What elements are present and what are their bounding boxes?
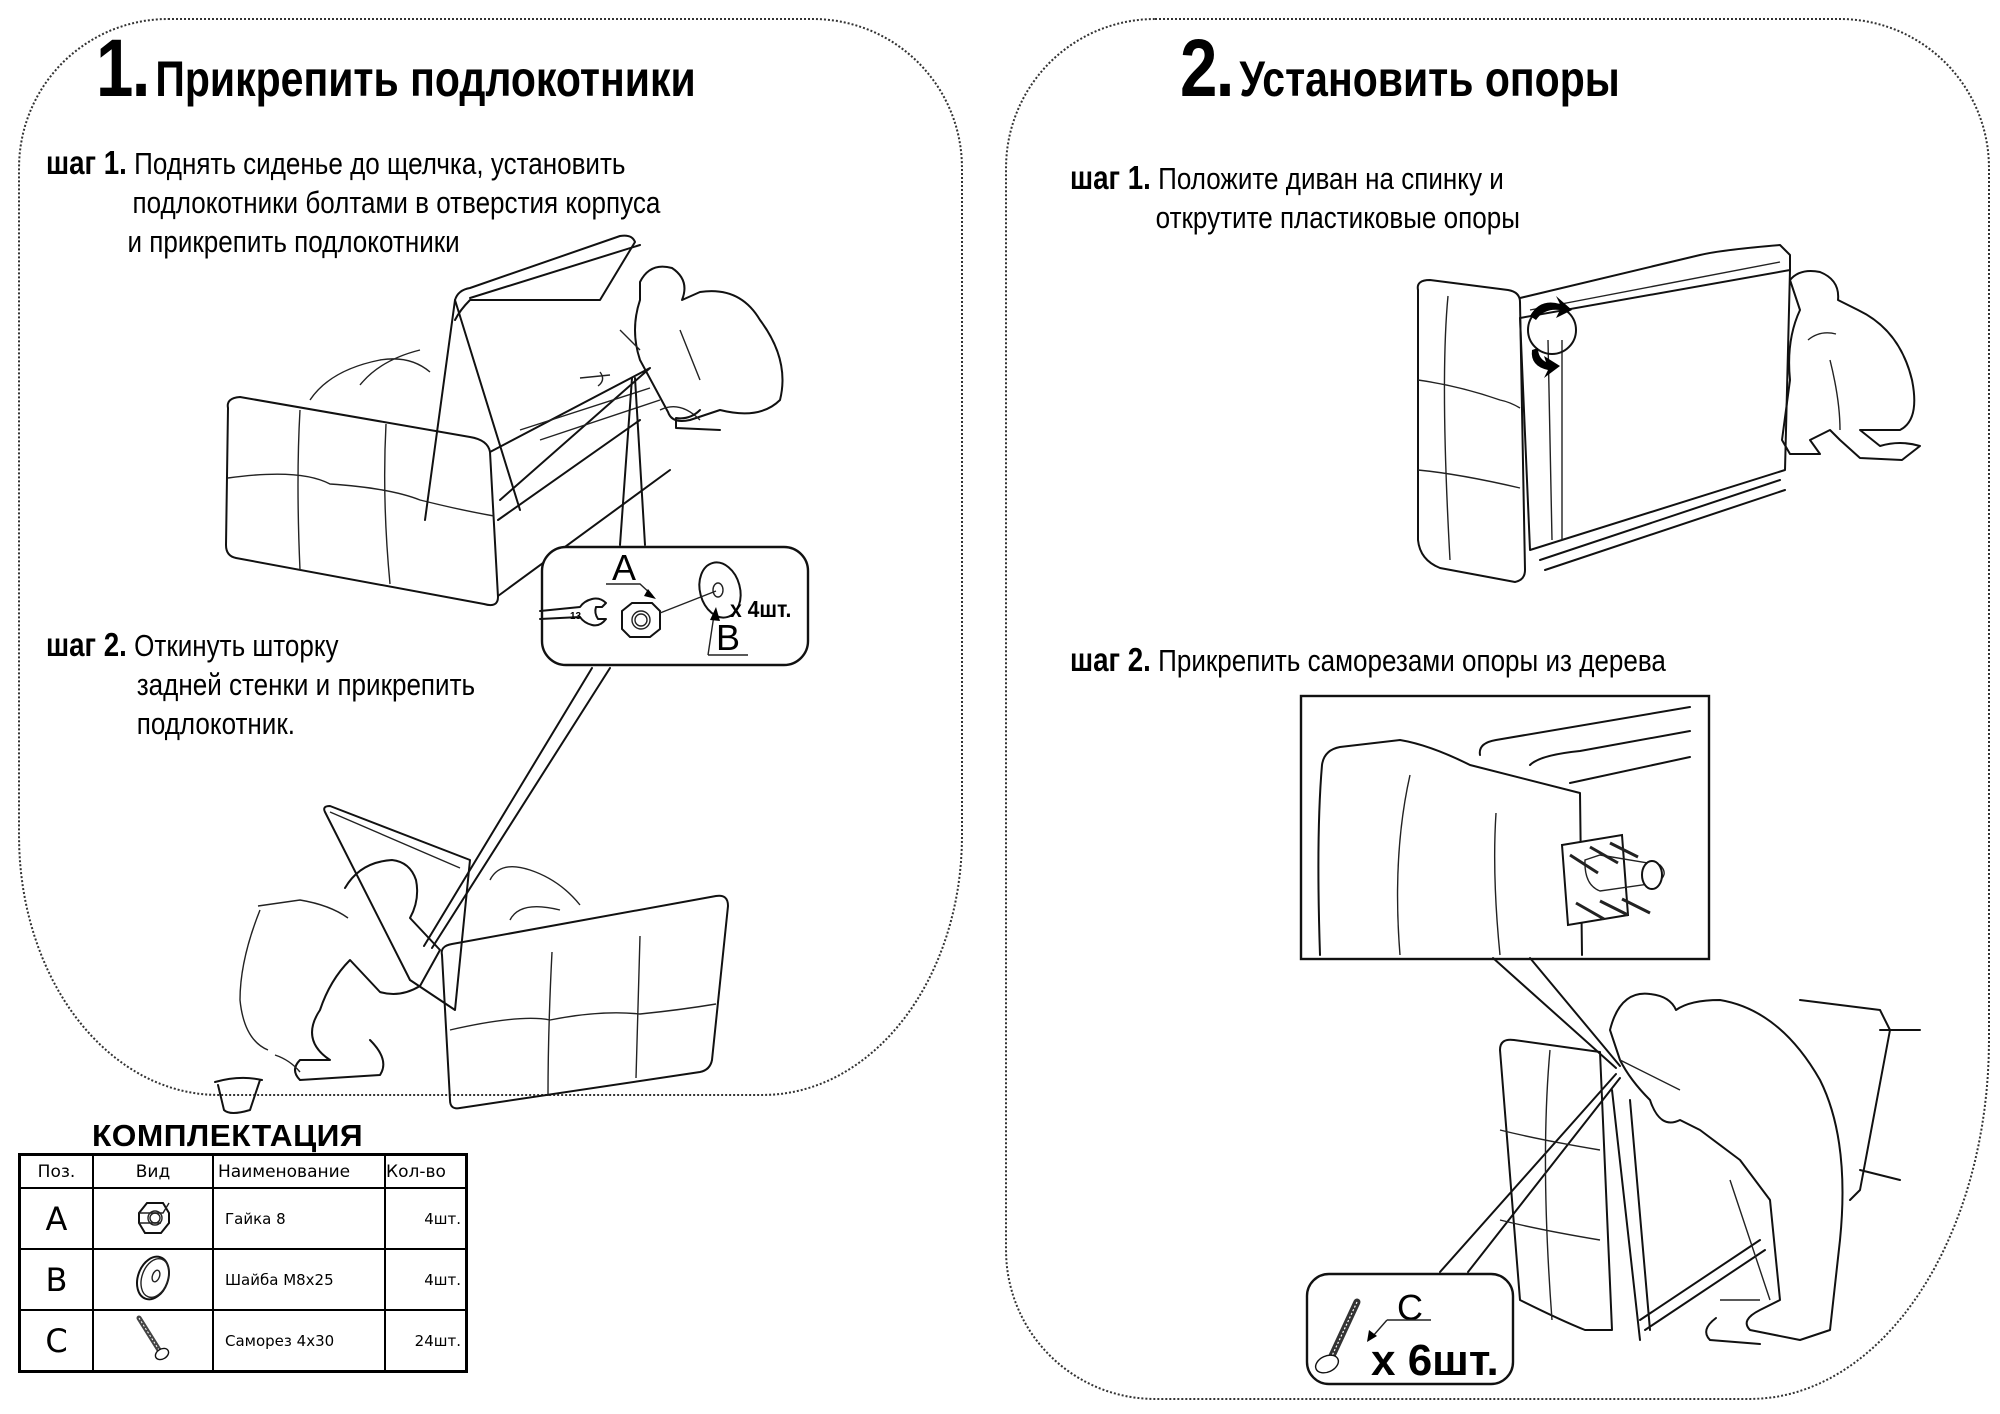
row-view xyxy=(92,1187,214,1250)
header-position: Поз. xyxy=(18,1153,94,1189)
step-label: шаг 2. xyxy=(1070,641,1151,678)
step-text: задней стенки и прикрепить xyxy=(136,667,476,702)
step-text: Поднять сиденье до щелчка, установить xyxy=(134,146,626,181)
nut-washer-callout: 13 A B х 4шт. xyxy=(539,545,810,667)
table-row: B Шайба М8х25 4шт. xyxy=(18,1248,468,1311)
callout-quantity: х 4шт. xyxy=(730,596,791,622)
step-label: шаг 1. xyxy=(1070,159,1151,196)
step-text: Положите диван на спинку и xyxy=(1158,161,1504,196)
screw-icon xyxy=(1314,1298,1361,1374)
row-quantity: 4шт. xyxy=(384,1187,468,1250)
row-position: B xyxy=(18,1248,94,1311)
step-label: шаг 2. xyxy=(46,626,127,663)
row-quantity: 4шт. xyxy=(384,1248,468,1311)
header-quantity: Кол-во xyxy=(384,1153,468,1189)
wrench-icon: 13 xyxy=(539,597,607,627)
part-label-c: C xyxy=(1397,1287,1423,1328)
kit-table: Поз. Вид Наименование Кол-во A Гайка 8 4… xyxy=(18,1153,468,1373)
kit-title: КОМПЛЕКТАЦИЯ xyxy=(92,1118,364,1153)
section-2-heading: 2. Установить опоры xyxy=(1180,22,1620,116)
washer-icon xyxy=(698,561,742,619)
part-label-a: A xyxy=(612,547,636,588)
step-text: открутите пластиковые опоры xyxy=(1155,200,1520,235)
screw-callout: C х 6шт. xyxy=(1305,1272,1515,1386)
section-1-number: 1. xyxy=(96,23,150,114)
part-label-b: B xyxy=(716,617,740,658)
step-label: шаг 1. xyxy=(46,144,127,181)
row-name: Саморез 4х30 xyxy=(212,1309,386,1373)
screw-icon xyxy=(1569,841,1651,921)
table-row: C Саморез 4х30 24шт. xyxy=(18,1309,468,1373)
washer-icon xyxy=(136,1255,170,1300)
callout-quantity: х 6шт. xyxy=(1371,1336,1499,1385)
hex-nut-icon xyxy=(621,602,661,638)
row-name: Гайка 8 xyxy=(212,1187,386,1250)
header-view: Вид xyxy=(92,1153,214,1189)
section-2-title: Установить опоры xyxy=(1239,51,1620,107)
section-1-heading: 1. Прикрепить подлокотники xyxy=(96,22,696,116)
leg-attach-detail xyxy=(1299,694,1711,961)
section-1-panel xyxy=(18,18,963,1096)
section-1-step-2: шаг 2. Откинуть шторку задней стенки и п… xyxy=(46,625,475,743)
section-2-step-2: шаг 2. Прикрепить саморезами опоры из де… xyxy=(1070,640,1666,680)
screw-icon xyxy=(136,1315,170,1360)
row-name: Шайба М8х25 xyxy=(212,1248,386,1311)
step-text: и прикрепить подлокотники xyxy=(127,224,460,259)
section-2-panel xyxy=(1005,18,1990,1400)
section-2-number: 2. xyxy=(1180,23,1234,114)
kit-table-header-row: Поз. Вид Наименование Кол-во xyxy=(18,1153,468,1189)
wrench-size-label: 13 xyxy=(570,611,582,622)
step-text: подлокотники болтами в отверстия корпуса xyxy=(132,185,661,220)
hex-nut-icon xyxy=(138,1201,170,1234)
row-position: C xyxy=(18,1309,94,1373)
header-name: Наименование xyxy=(212,1153,386,1189)
step-text: подлокотник. xyxy=(136,706,295,741)
section-2-step-1: шаг 1. Положите диван на спинку и открут… xyxy=(1070,158,1520,237)
row-quantity: 24шт. xyxy=(384,1309,468,1373)
section-1-title: Прикрепить подлокотники xyxy=(155,51,696,107)
section-1-step-1: шаг 1. Поднять сиденье до щелчка, устано… xyxy=(46,143,660,261)
step-text: Прикрепить саморезами опоры из дерева xyxy=(1158,643,1666,678)
table-row: A Гайка 8 4шт. xyxy=(18,1187,468,1250)
row-view xyxy=(92,1309,214,1373)
row-position: A xyxy=(18,1187,94,1250)
step-text: Откинуть шторку xyxy=(134,628,339,663)
row-view xyxy=(92,1248,214,1311)
